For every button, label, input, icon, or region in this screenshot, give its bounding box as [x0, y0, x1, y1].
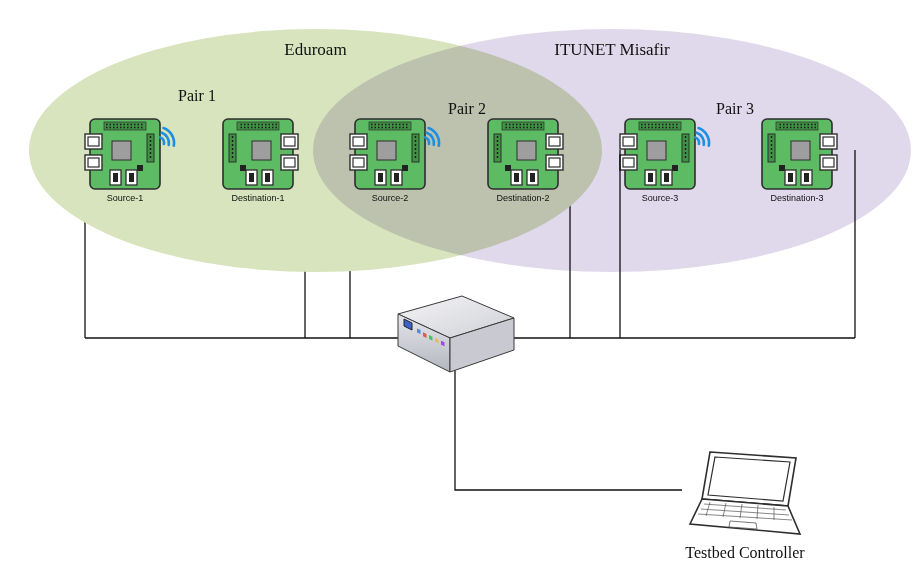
controller-laptop: Testbed Controller [670, 452, 820, 574]
network-switch [398, 296, 514, 372]
wifi-symbol [160, 128, 174, 146]
device-label: Source-1 [85, 193, 165, 203]
network-name: ITUNET Misafir [312, 40, 912, 60]
pair-label: Pair 3 [716, 100, 754, 118]
device-label: Destination-1 [218, 193, 298, 203]
raspberry-pi-board: Destination-3 [757, 118, 837, 210]
device-label: Source-2 [350, 193, 430, 203]
board-outline [218, 118, 298, 190]
board-art [488, 119, 563, 189]
board-outline [483, 118, 563, 190]
board-outline [350, 118, 430, 190]
board-outline [620, 118, 700, 190]
raspberry-pi-board: Source-3 [620, 118, 700, 210]
region-ellipse [313, 29, 911, 272]
board-art [620, 119, 695, 189]
device-label: Source-3 [620, 193, 700, 203]
board-art [85, 119, 160, 189]
pair-label: Pair 2 [448, 100, 486, 118]
laptop-art [690, 452, 800, 534]
board-art [223, 119, 298, 189]
device-label: Destination-2 [483, 193, 563, 203]
device-label: Destination-3 [757, 193, 837, 203]
wifi-symbol [425, 128, 439, 146]
board-outline [85, 118, 165, 190]
board-art [350, 119, 425, 189]
raspberry-pi-board: Source-1 [85, 118, 165, 210]
raspberry-pi-board: Destination-2 [483, 118, 563, 210]
pair-label: Pair 1 [178, 87, 216, 105]
board-art [762, 119, 837, 189]
raspberry-pi-board: Destination-1 [218, 118, 298, 210]
wifi-symbol [695, 128, 709, 146]
controller-label: Testbed Controller [670, 544, 820, 562]
raspberry-pi-board: Source-2 [350, 118, 430, 210]
board-outline [757, 118, 837, 190]
wire [455, 370, 682, 490]
laptop-outline [690, 452, 800, 536]
